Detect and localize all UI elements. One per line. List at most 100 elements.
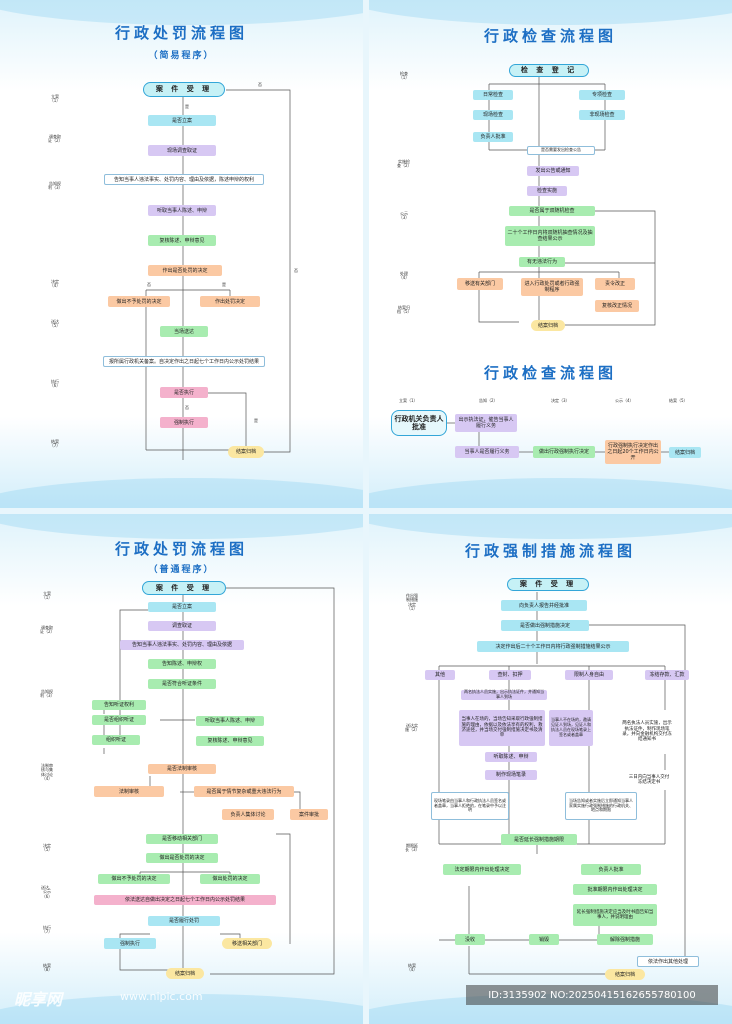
step-publish-measure: 决定作出后二十个工作日内将行政强制措施结果公示 bbox=[477, 641, 629, 652]
panel-inspection: 行政检查流程图 检 查 登 记 日常检查 专项检查 现场检查 非现场检查 负责人… bbox=[369, 0, 732, 508]
stage-label: 作出强制措施决定（1） bbox=[406, 593, 418, 612]
decor-wave bbox=[0, 478, 363, 508]
step-enforcement-decision: 做出行政强制执行决定 bbox=[533, 446, 595, 458]
panel-title: 行政处罚流程图 bbox=[114, 24, 248, 42]
stage-label: 告知权利（3） bbox=[40, 689, 55, 699]
stage-label: 处理（4） bbox=[398, 271, 410, 281]
step-make-penalty: 作出处罚决定 bbox=[200, 296, 260, 307]
step-enter-penalty-procedure: 进入行政处罚或者行政强制程序 bbox=[521, 278, 583, 296]
step-need-announcement: 是否需要发出检查公告 bbox=[527, 146, 595, 155]
step-issue-announcement: 发出公告或通知 bbox=[527, 166, 579, 176]
stage-label: 送达、公示（6） bbox=[41, 885, 53, 899]
step-freeze-funds: 冻结存款、汇款 bbox=[645, 670, 689, 680]
case-intake: 案 件 受 理 bbox=[142, 581, 226, 595]
step-deliver-publish: 依法送达自做出决定之日起七个工作日内公示处罚结果 bbox=[94, 895, 276, 905]
decor-wave bbox=[0, 994, 363, 1024]
step-notify-statement: 告知陈述、申辩权 bbox=[148, 659, 216, 669]
step-investigate: 调查取证 bbox=[148, 621, 216, 631]
step-enforce: 强制执行 bbox=[160, 417, 208, 428]
step-hear-statement: 听取当事人陈述、申辩 bbox=[148, 205, 216, 216]
panel-title: 行政处罚流程图 bbox=[114, 540, 248, 558]
step-is-double-random: 是否属于双随机检查 bbox=[509, 206, 595, 216]
panel-subtitle: （普通程序） bbox=[148, 565, 215, 575]
step-file-and-publish: 报所属行政机关备案。自决定作出之日起七个工作日内公示处罚结果 bbox=[103, 356, 265, 367]
panel-enforcement-measures: 行政强制措施流程图 案 件 受 理 向负责人报告 bbox=[369, 514, 732, 1024]
decor-wave bbox=[369, 0, 732, 25]
case-intake: 案 件 受 理 bbox=[143, 82, 225, 97]
step-legal-review-q: 是否法制审核 bbox=[148, 764, 216, 774]
step-hearing-conditions: 是否符合听证条件 bbox=[148, 679, 216, 689]
watermark-url: www.nipic.com bbox=[120, 990, 203, 1003]
step-deliver-freeze-decision: 三日内向当事人交付冻结决定书 bbox=[625, 770, 673, 790]
step-is-obligation-fulfilled: 当事人是否履行义务 bbox=[455, 446, 519, 458]
step-record-signature: 现场笔录由当事人和行政执法人员签名或者盖章，当事人拒绝的，在笔录中予以注明 bbox=[431, 792, 509, 820]
step-case-approval: 案件审批 bbox=[290, 809, 328, 820]
step-decide-in-approved-time: 批准期限内作出处理决定 bbox=[573, 884, 657, 895]
step-close-case: 结案归档 bbox=[531, 320, 565, 331]
label-yes: 是 bbox=[254, 418, 258, 423]
step-confiscate: 没收 bbox=[455, 934, 485, 945]
column-label: 公示（4） bbox=[615, 398, 634, 403]
stage-label: 立案（1） bbox=[49, 94, 61, 104]
stage-label: 结案（8） bbox=[41, 963, 53, 973]
step-extend-q: 是否延长强制措施期限 bbox=[501, 834, 577, 845]
step-report-approval: 向负责人报告并经批准 bbox=[501, 600, 587, 611]
step-authority-approval: 行政机关负责人批准 bbox=[391, 410, 447, 436]
stage-label: 实施检查（2） bbox=[397, 159, 412, 169]
step-transfer-q: 是否移动相关部门 bbox=[146, 834, 218, 844]
inspection-register: 检 查 登 记 bbox=[509, 64, 589, 77]
step-transfer-department: 移送相关部门 bbox=[222, 938, 272, 949]
panel-title: 行政检查流程图 bbox=[483, 27, 617, 45]
label-no: 否 bbox=[294, 268, 298, 273]
step-close-case: 结案归档 bbox=[669, 447, 701, 458]
stage-label: 公示（3） bbox=[398, 211, 410, 221]
step-is-executed: 是否执行 bbox=[160, 387, 208, 398]
step-is-filed: 是否立案 bbox=[148, 115, 216, 126]
step-review-opinion: 复核陈述、申辩意见 bbox=[148, 235, 216, 246]
step-notify-facts: 告知当事人违法事实、处罚内容、理由及依据 bbox=[120, 640, 244, 650]
step-close-case: 结案归档 bbox=[228, 446, 264, 458]
stage-label: 调查取证（2） bbox=[48, 134, 63, 144]
step-organize-hearing-q: 是否组织听证 bbox=[92, 715, 146, 725]
panel-general-penalty: 行政处罚流程图 （普通程序） 案 件 受 理 是否立案 调查取证 告知当事人违法… bbox=[0, 514, 363, 1024]
step-publish-random-results: 二十个工作日内将双随机抽查情况及抽查结果公示 bbox=[505, 226, 595, 246]
decor-wave bbox=[369, 514, 732, 539]
step-notify-family: 当场告知或者实施后立即通知当事人家属实施行政强制措施的行政机关、地点和期限 bbox=[565, 792, 637, 820]
stage-label: 期限延长（3） bbox=[405, 843, 420, 853]
step-hear-statement: 听取当事人陈述、申辩 bbox=[196, 716, 264, 726]
column-label: 告知（2） bbox=[479, 398, 498, 403]
step-seal-seize: 查封、扣押 bbox=[489, 670, 531, 680]
step-collective-discussion: 负责人集体讨论 bbox=[222, 809, 274, 820]
step-is-fulfilled: 是否履行处罚 bbox=[148, 916, 220, 926]
panel-subtitle: （简易程序） bbox=[148, 51, 215, 61]
label-no: 否 bbox=[185, 405, 189, 410]
panel-simple-penalty: 行政处罚流程图 （简易程序） 案 件 受 理 是否立案 现场调查取证 告知当事人… bbox=[0, 0, 363, 508]
column-label: 结案（5） bbox=[669, 398, 688, 403]
step-perform-check: 检查实施 bbox=[527, 186, 567, 196]
step-any-violation: 有无违法行为 bbox=[519, 257, 565, 267]
step-notify-rights: 告知当事人违法事实、处罚内容、理由及依据，陈述申辩的权利 bbox=[104, 174, 264, 185]
step-hear-statement: 听取陈述、申辩 bbox=[485, 752, 537, 762]
step-decide-in-time: 法定期限内作出处理决定 bbox=[443, 864, 521, 875]
step-party-present: 当事人在场的，当场告知采取行政强制措施的理由，依据以及依法享有的权利，救济途径，… bbox=[459, 710, 545, 746]
panel-title: 行政强制措施流程图 bbox=[464, 542, 636, 560]
step-other: 其他 bbox=[425, 670, 455, 680]
decor-wave bbox=[0, 514, 363, 539]
step-routine-check: 日常检查 bbox=[473, 90, 513, 100]
step-is-filed: 是否立案 bbox=[148, 602, 216, 612]
stage-label: 执行（7） bbox=[41, 925, 53, 935]
step-notify-hearing: 告知听证权利 bbox=[92, 700, 146, 710]
step-on-site-investigation: 现场调查取证 bbox=[148, 145, 216, 156]
step-order-correction: 责令改正 bbox=[595, 278, 635, 290]
step-review-opinion: 复核陈述、申辩意见 bbox=[196, 736, 264, 746]
step-restrict-freedom: 限制人身自由 bbox=[565, 670, 613, 680]
stage-label: 决定（4） bbox=[49, 279, 61, 289]
step-destroy: 销毁 bbox=[529, 934, 559, 945]
stage-label: 检查（1） bbox=[398, 71, 410, 81]
stage-label: 结案（7） bbox=[49, 439, 61, 449]
step-organize-hearing: 组织听证 bbox=[92, 735, 140, 745]
label-yes: 是 bbox=[222, 282, 226, 287]
stage-label: 立案（1） bbox=[41, 591, 53, 601]
stage-label: 结案（4） bbox=[406, 963, 418, 973]
stage-label: 法制审核与集体讨论（4） bbox=[41, 763, 53, 782]
